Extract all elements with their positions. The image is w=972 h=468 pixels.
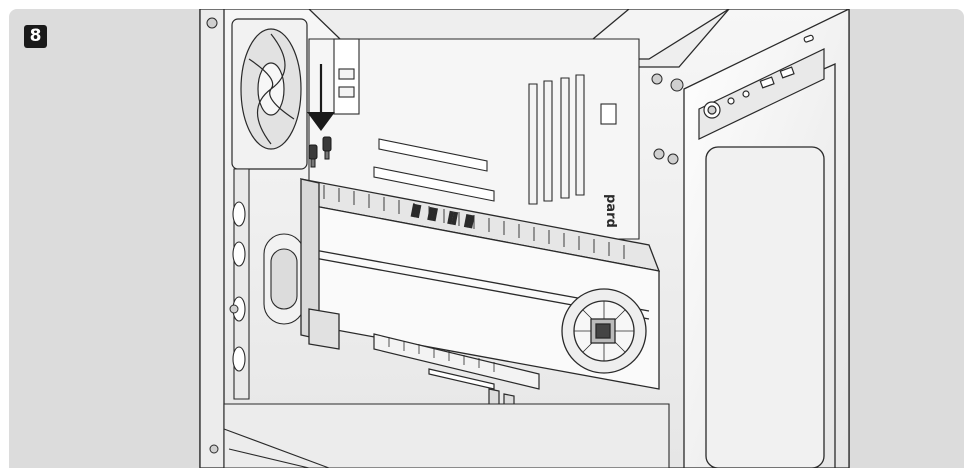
psu-shroud bbox=[223, 403, 670, 468]
pcie-slot bbox=[373, 166, 495, 202]
step-number-badge: 8 bbox=[24, 25, 47, 48]
expansion-brackets bbox=[232, 168, 305, 400]
down-arrow-icon bbox=[307, 64, 335, 131]
case-screw-icon bbox=[206, 17, 684, 454]
audio-jack-icon bbox=[727, 97, 735, 105]
instruction-panel: 8 bbox=[9, 9, 964, 468]
gpu-installation-illustration: pard bbox=[199, 9, 850, 468]
motherboard-brand-text: pard bbox=[603, 194, 618, 228]
usb-port-icon bbox=[759, 76, 775, 89]
motherboard: pard bbox=[308, 38, 640, 240]
pcie-slot bbox=[378, 138, 488, 172]
thumbscrew-icon bbox=[308, 136, 332, 168]
rear-fan bbox=[231, 18, 308, 170]
usb-port-icon bbox=[779, 66, 795, 79]
front-io-ports bbox=[698, 34, 825, 140]
mic-jack-icon bbox=[742, 90, 750, 98]
graphics-card: ▐▌▐▌ ▐▌▐▌ bbox=[300, 178, 661, 390]
usb-c-port-icon bbox=[803, 34, 814, 43]
